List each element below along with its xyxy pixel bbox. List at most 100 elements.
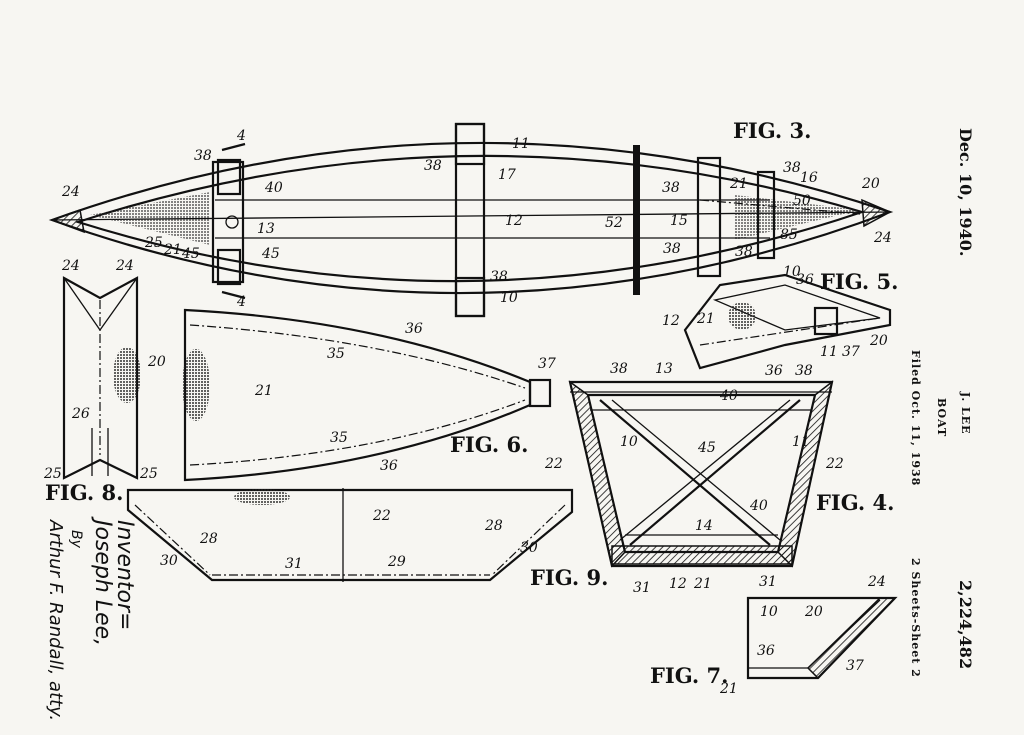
inventor-signature: Joseph Lee, xyxy=(90,516,115,646)
ref-14: 14 xyxy=(695,518,713,534)
ref-38: 38 xyxy=(194,148,212,164)
inventor-name: J. LEE xyxy=(959,391,972,435)
ref-13: 13 xyxy=(655,361,673,377)
ref-21: 21 xyxy=(254,383,273,399)
ref-17: 17 xyxy=(498,167,516,183)
ref-36: 36 xyxy=(405,321,423,337)
ref-20: 20 xyxy=(869,333,888,349)
fig4-label: FIG. 4. xyxy=(816,490,894,515)
fig5-bow-detail: 10 36 12 21 11 37 20 36 38 FIG. 5. xyxy=(662,264,898,379)
ref-10: 10 xyxy=(500,290,518,306)
ref-10: 10 xyxy=(620,434,638,450)
patent-date: Dec. 10, 1940. xyxy=(956,128,975,256)
ref-22: 22 xyxy=(544,456,563,472)
ref-11: 11 xyxy=(792,434,810,450)
ref-24: 24 xyxy=(867,574,886,590)
ref-16: 16 xyxy=(800,170,818,186)
fig3-labels: 4 4 38 24 40 13 25 21 45 45 38 11 17 12 … xyxy=(61,118,892,310)
ref-38: 38 xyxy=(663,241,681,257)
fig3-label: FIG. 3. xyxy=(733,118,811,143)
ref-38: 38 xyxy=(795,363,813,379)
ref-52: 52 xyxy=(605,215,623,231)
ref-36: 36 xyxy=(380,458,398,474)
ref-28: 28 xyxy=(199,531,218,547)
ref-38: 38 xyxy=(610,361,628,377)
ref-45: 45 xyxy=(261,246,280,262)
ref-40: 40 xyxy=(749,498,768,514)
fig9-label: FIG. 9. xyxy=(530,565,608,590)
ref-11: 11 xyxy=(512,136,530,152)
attorney-signature: Arthur F. Randall, atty. xyxy=(45,519,66,721)
ref-30: 30 xyxy=(520,540,538,556)
fig3-boat-plan xyxy=(48,122,894,318)
fig5-label: FIG. 5. xyxy=(820,269,898,294)
ref-22: 22 xyxy=(372,508,391,524)
ref-28: 28 xyxy=(484,518,503,534)
ref-31: 31 xyxy=(759,574,777,590)
ref-37: 37 xyxy=(842,344,860,360)
ref-29: 29 xyxy=(387,554,406,570)
fig9-bottom-panel: 22 28 28 30 30 31 29 FIG. 9. xyxy=(126,488,608,590)
ref-21: 21 xyxy=(729,176,748,192)
ref-21: 21 xyxy=(696,311,715,327)
patent-header: Dec. 10, 1940. J. LEE BOAT Filed Oct. 11… xyxy=(909,128,975,678)
ref-36: 36 xyxy=(757,643,775,659)
ref-20: 20 xyxy=(861,176,880,192)
ref-38: 38 xyxy=(424,158,442,174)
ref-30: 30 xyxy=(160,553,178,569)
ref-35: 35 xyxy=(330,430,348,446)
ref-10: 10 xyxy=(760,604,778,620)
ref-85: 85 xyxy=(780,227,798,243)
ref-45: 45 xyxy=(697,440,716,456)
ref-25: 25 xyxy=(43,466,62,482)
fig8-bow-panel: 24 24 20 26 25 25 FIG. 8. xyxy=(43,258,166,505)
by-label: By xyxy=(68,530,84,549)
patent-number: 2,224,482 xyxy=(956,580,975,669)
signature-block: Inventor= Joseph Lee, By Arthur F. Randa… xyxy=(45,516,137,721)
ref-21: 21 xyxy=(163,242,182,258)
ref-24: 24 xyxy=(61,184,80,200)
ref-20: 20 xyxy=(147,354,166,370)
ref-38: 38 xyxy=(735,244,753,260)
ref-13: 13 xyxy=(257,221,275,237)
ref-35: 35 xyxy=(327,346,345,362)
ref-15: 15 xyxy=(670,213,688,229)
fig7-corner-detail: 10 20 24 36 37 21 FIG. 7. xyxy=(650,574,898,697)
ref-21: 21 xyxy=(719,681,738,697)
inventor-label: Inventor= xyxy=(112,520,137,631)
fig6-label: FIG. 6. xyxy=(450,432,528,457)
ref-40: 40 xyxy=(719,388,738,404)
ref-12: 12 xyxy=(662,313,680,329)
ref-10: 10 xyxy=(783,264,801,280)
ref-22: 22 xyxy=(825,456,844,472)
ref-38: 38 xyxy=(490,269,508,285)
ref-38: 38 xyxy=(783,160,801,176)
fig6-side-panel: 21 36 35 35 36 37 FIG. 6. xyxy=(182,308,556,482)
ref-12: 12 xyxy=(505,213,523,229)
ref-36: 36 xyxy=(765,363,783,379)
ref-40: 40 xyxy=(264,180,283,196)
ref-24: 24 xyxy=(115,258,134,274)
ref-20: 20 xyxy=(804,604,823,620)
fig8-label: FIG. 8. xyxy=(45,480,123,505)
fig4-cross-section: 38 13 40 10 45 11 22 22 40 14 31 12 21 3… xyxy=(544,361,894,596)
ref-12: 12 xyxy=(669,576,687,592)
ref-24: 24 xyxy=(873,230,892,246)
sheet-count: 2 Sheets-Sheet 2 xyxy=(909,558,922,678)
ref-37: 37 xyxy=(846,658,864,674)
ref-21: 21 xyxy=(693,576,712,592)
patent-title: BOAT xyxy=(935,398,948,437)
ref-38: 38 xyxy=(662,180,680,196)
ref-25: 25 xyxy=(144,235,163,251)
ref-31: 31 xyxy=(633,580,651,596)
ref-50: 50 xyxy=(793,193,811,209)
ref-26: 26 xyxy=(71,406,90,422)
ref-4: 4 xyxy=(236,128,246,144)
ref-4: 4 xyxy=(236,294,246,310)
ref-31: 31 xyxy=(285,556,303,572)
ref-11: 11 xyxy=(820,344,838,360)
ref-24: 24 xyxy=(61,258,80,274)
ref-37: 37 xyxy=(538,356,556,372)
